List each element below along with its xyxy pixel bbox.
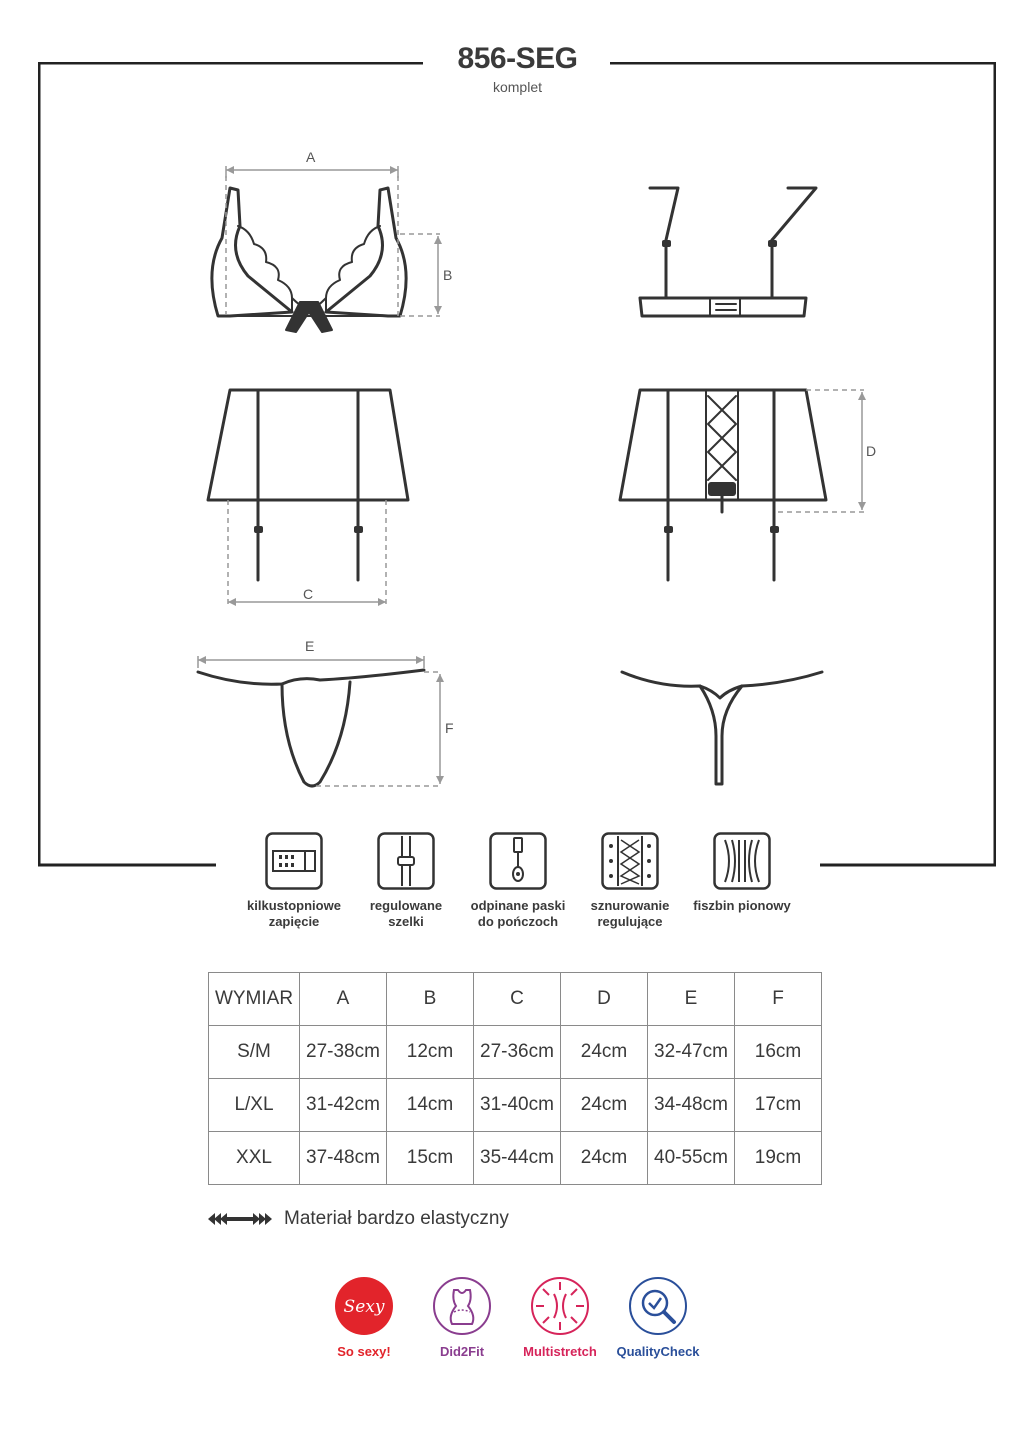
badge-did2fit: Did2Fit	[412, 1276, 512, 1359]
table-cell: 24cm	[560, 1025, 648, 1079]
table-cell: 17cm	[734, 1078, 822, 1132]
table-header-cell: F	[734, 972, 822, 1026]
table-cell: 31-42cm	[299, 1078, 387, 1132]
garter-belt-front-drawing	[206, 388, 410, 582]
technical-drawings	[196, 166, 866, 788]
table-cell: 15cm	[386, 1131, 474, 1185]
elastic-note-text: Materiał bardzo elastyczny	[284, 1208, 509, 1229]
table-cell: XXL	[208, 1131, 300, 1185]
vertical-boning-icon	[713, 832, 771, 890]
table-cell: 32-47cm	[647, 1025, 735, 1079]
dimension-label-a: A	[306, 149, 316, 165]
table-cell: L/XL	[208, 1078, 300, 1132]
table-cell: 16cm	[734, 1025, 822, 1079]
table-cell: 37-48cm	[299, 1131, 387, 1185]
table-header-cell: E	[647, 972, 735, 1026]
table-header-cell: D	[560, 972, 648, 1026]
table-header-cell: WYMIAR	[208, 972, 300, 1026]
table-cell: 35-44cm	[473, 1131, 561, 1185]
badge-label: Did2Fit	[439, 1344, 485, 1359]
elastic-note: Materiał bardzo elastyczny	[208, 1206, 509, 1232]
table-cell: 27-38cm	[299, 1025, 387, 1079]
multistretch-icon	[531, 1277, 589, 1335]
table-row: XXL 37-48cm 15cm 35-44cm 24cm 40-55cm 19…	[208, 1131, 822, 1185]
multi-step-clasp-icon	[265, 832, 323, 890]
dimension-label-e: E	[305, 638, 315, 654]
product-code: 856-SEG	[457, 42, 578, 75]
table-header-cell: A	[299, 972, 387, 1026]
table-cell: 31-40cm	[473, 1078, 561, 1132]
table-cell: 12cm	[386, 1025, 474, 1079]
thong-back-drawing	[620, 670, 824, 786]
thong-front-drawing	[196, 668, 426, 788]
dimension-label-c: C	[303, 586, 314, 602]
dimension-label-b: B	[443, 267, 453, 283]
badge-quality-check: QualityCheck	[608, 1276, 708, 1359]
quality-check-icon	[629, 1277, 687, 1335]
feature-item-boning: fiszbin pionowy	[686, 832, 798, 914]
table-row: S/M 27-38cm 12cm 27-36cm 24cm 32-47cm 16…	[208, 1025, 822, 1079]
table-header-cell: C	[473, 972, 561, 1026]
table-cell: 34-48cm	[647, 1078, 735, 1132]
table-cell: 14cm	[386, 1078, 474, 1132]
table-cell: 40-55cm	[647, 1131, 735, 1185]
table-header-row: WYMIAR A B C D E F	[208, 972, 822, 1026]
badge-label: QualityCheck	[616, 1344, 700, 1359]
did2fit-icon	[433, 1277, 491, 1335]
badge-row: Sexy So sexy! Did2Fit Multistretch Quali…	[318, 1276, 718, 1366]
table-cell: 27-36cm	[473, 1025, 561, 1079]
badge-label: So sexy!	[337, 1344, 391, 1359]
bra-back-drawing	[638, 186, 818, 318]
detachable-garter-straps-icon	[489, 832, 547, 890]
table-cell: 24cm	[560, 1078, 648, 1132]
table-cell: 19cm	[734, 1131, 822, 1185]
adjustable-straps-icon	[377, 832, 435, 890]
table-row: L/XL 31-42cm 14cm 31-40cm 24cm 34-48cm 1…	[208, 1078, 822, 1132]
feature-label: fiszbin pionowy	[693, 898, 791, 913]
table-cell: S/M	[208, 1025, 300, 1079]
outline-frame	[38, 62, 996, 867]
table-header-cell: B	[386, 972, 474, 1026]
stretch-arrows-icon	[208, 1213, 272, 1225]
so-sexy-icon: Sexy	[335, 1277, 393, 1335]
product-type: komplet	[492, 79, 543, 95]
adjustable-lacing-icon	[601, 832, 659, 890]
badge-label: Multistretch	[523, 1344, 597, 1359]
table-cell: 24cm	[560, 1131, 648, 1185]
badge-multistretch: Multistretch	[510, 1276, 610, 1359]
svg-text:Sexy: Sexy	[344, 1297, 385, 1317]
badge-so-sexy: Sexy So sexy!	[314, 1276, 414, 1359]
size-table: WYMIAR A B C D E F S/M 27-38cm 12cm 27-3…	[208, 972, 822, 1185]
dimension-label-d: D	[866, 443, 877, 459]
bra-front-drawing	[210, 186, 408, 318]
dimension-label-f: F	[445, 720, 454, 736]
